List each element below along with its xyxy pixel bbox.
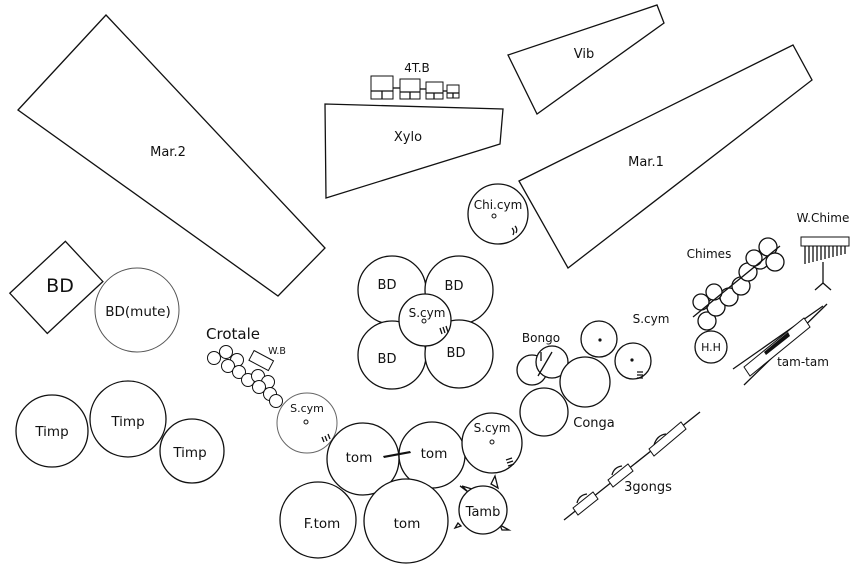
cymbal-stand-lower-icon	[505, 457, 515, 467]
hi-hat-label: H.H	[701, 341, 721, 354]
suspended-cymbal-right-label: S.cym	[633, 312, 670, 326]
bass-drum-3-label: BD	[378, 352, 397, 367]
timpani-3	[159, 418, 225, 484]
suspended-cymbal-lower-label: S.cym	[474, 421, 511, 435]
tambourine-label: Tamb	[465, 505, 501, 520]
tom-1-label: tom	[346, 450, 373, 466]
suspended-cymbal-left-label: S.cym	[290, 402, 324, 415]
tom-3-label: tom	[394, 516, 421, 532]
floor-tom-label: F.tom	[304, 516, 341, 532]
china-cymbal-label: Chi.cym	[474, 198, 523, 212]
timpani-1-label: Timp	[34, 424, 68, 440]
vibraphone-label: Vib	[574, 47, 594, 62]
four-tom-label: 4T.B	[404, 61, 430, 75]
floor-tom	[279, 481, 357, 559]
bass-drum-2-label: BD	[445, 279, 464, 294]
bass-drum-box-label: BD	[46, 275, 74, 297]
xylophone-label: Xylo	[394, 130, 422, 145]
tam-tam-icon	[732, 303, 828, 386]
tom-2-label: tom	[421, 446, 448, 462]
cymbal-stand-icon	[439, 325, 449, 335]
bongo-2	[535, 345, 569, 379]
bass-drum-box	[8, 240, 104, 335]
cymbal-stand-left-icon	[321, 433, 331, 443]
chimes-icon	[692, 237, 785, 331]
marimba-1-shape	[518, 44, 813, 269]
vibraphone-shape	[507, 4, 665, 115]
tom-3	[363, 478, 449, 564]
crotale-icon	[207, 345, 283, 408]
bass-drum-mute-label: BD(mute)	[105, 304, 171, 320]
suspended-cymbal-center-label: S.cym	[409, 306, 446, 320]
timpani-2-label: Timp	[110, 414, 144, 430]
conga-2	[519, 387, 569, 437]
bass-drum-4-label: BD	[447, 346, 466, 361]
four-tom-set	[370, 75, 460, 100]
marimba-2-shape	[17, 14, 326, 297]
timpani-1	[15, 394, 89, 468]
three-gongs-label: 3gongs	[624, 480, 672, 495]
wood-block-icon	[248, 349, 275, 372]
wind-chime-label: W.Chime	[797, 211, 850, 225]
china-cymbal-stand-icon	[511, 225, 518, 236]
wind-chime-icon	[800, 236, 850, 291]
hi-hat	[694, 330, 728, 364]
timpani-2	[89, 380, 167, 458]
conga-1	[559, 356, 611, 408]
marimba-2-label: Mar.2	[150, 145, 186, 160]
bass-drum-1-label: BD	[378, 278, 397, 293]
cymbal-stand-right-icon	[637, 371, 643, 379]
conga-label: Conga	[573, 416, 615, 431]
xylophone-shape	[324, 103, 504, 199]
china-cymbal	[467, 183, 529, 245]
crotale-label: Crotale	[206, 325, 260, 343]
marimba-1-label: Mar.1	[628, 155, 664, 170]
three-gongs-icon	[563, 411, 701, 521]
wood-block-label: W.B	[268, 346, 286, 357]
tambourine-icon	[453, 474, 512, 535]
timpani-3-label: Timp	[172, 445, 206, 461]
tam-tam-label: tam-tam	[777, 355, 829, 369]
chimes-label: Chimes	[687, 247, 732, 261]
bass-drum-mute	[94, 267, 180, 353]
bongo-label: Bongo	[522, 331, 560, 345]
